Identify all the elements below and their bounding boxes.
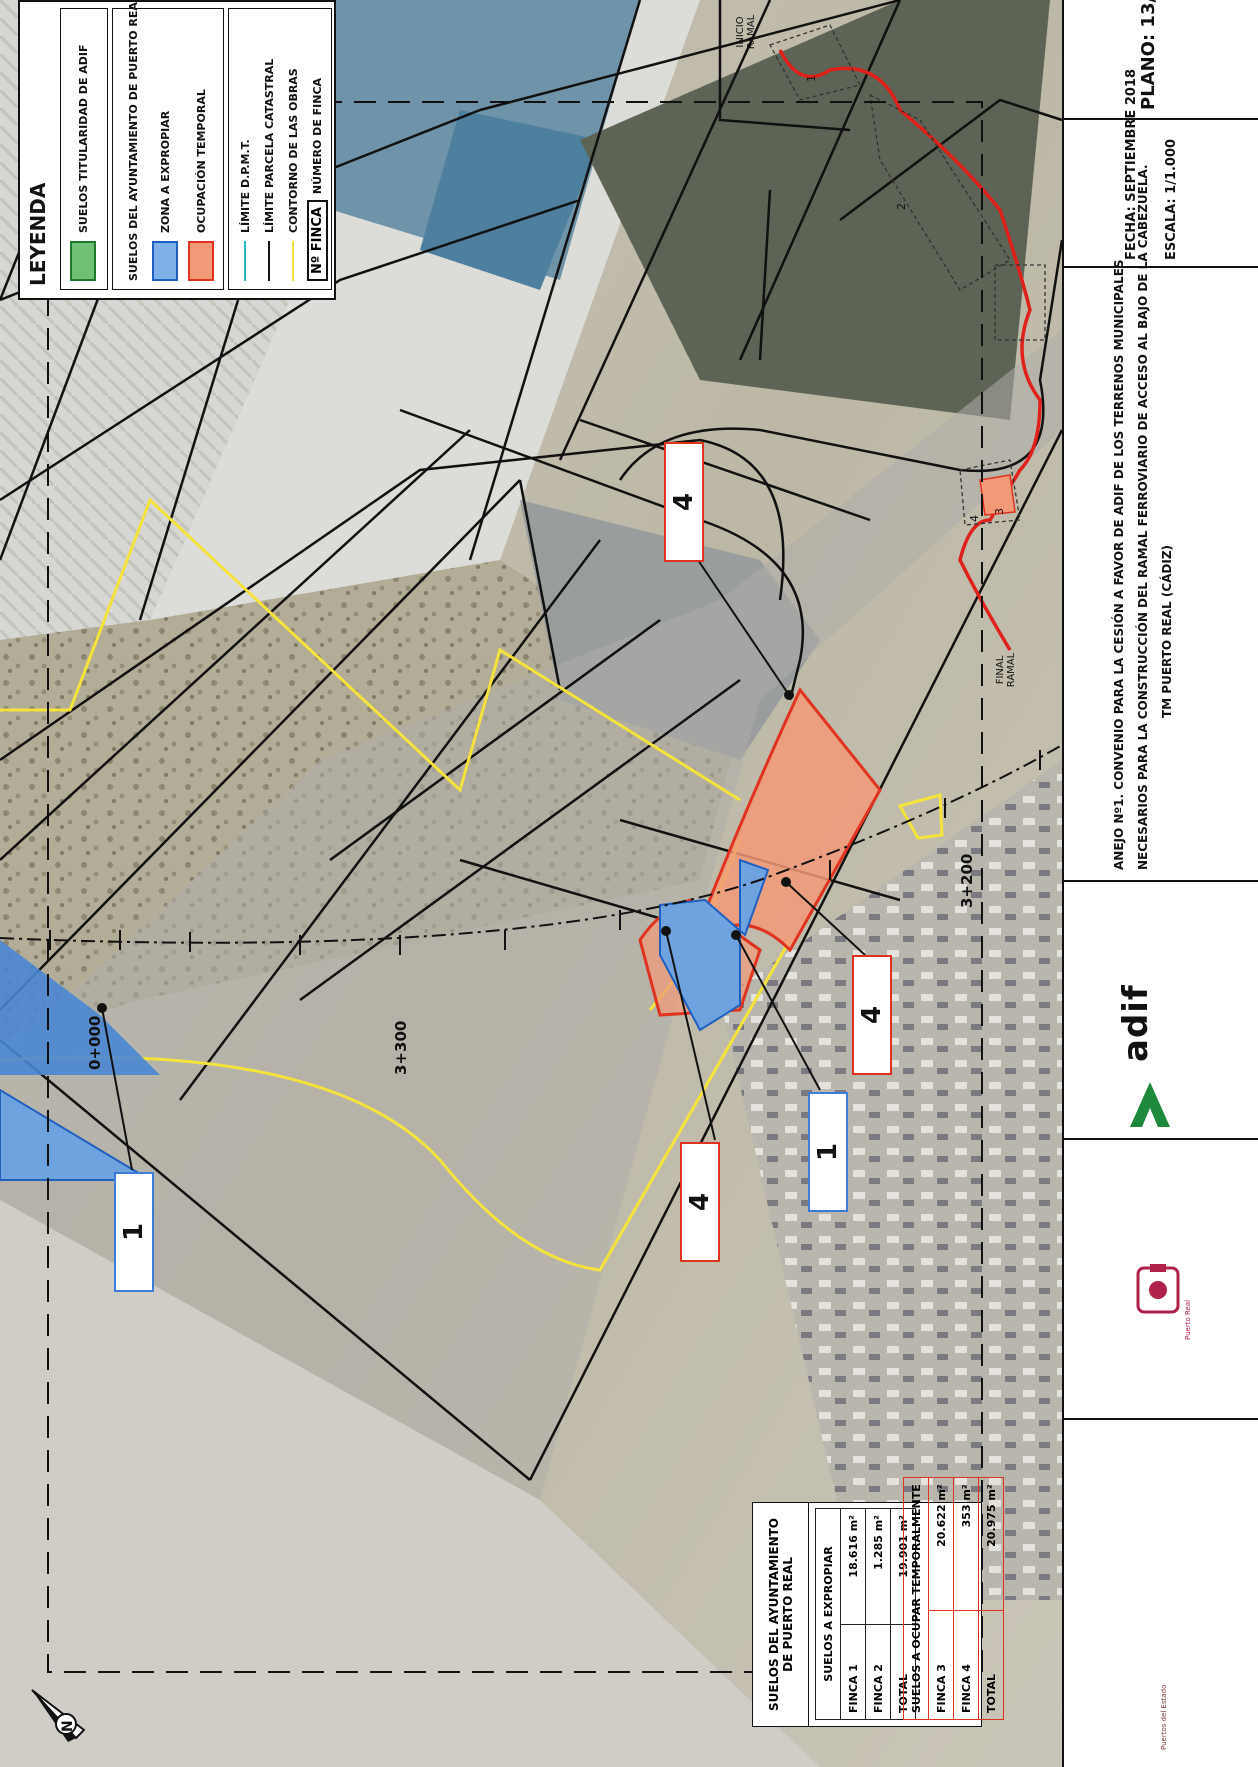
ayto-logo-cell: Puerto Real [1064,1140,1258,1420]
scale-text: ESCALA: 1/1.000 [1164,138,1179,260]
legend-row: SUELOS TITULARIDAD DE ADIF [70,44,96,281]
adif-logo-cell: adif [1064,882,1258,1140]
adif-logo-icon [1130,1082,1170,1127]
legend: LEYENDA SUELOS TITULARIDAD DE ADIF SUELO… [18,0,336,300]
row-value: 1.285 m² [865,1508,891,1625]
legend-row: ZONA A EXPROPIAR [152,110,178,281]
finca-number: 1 [813,1142,843,1162]
finca-dots [97,690,794,1013]
row-value: 20.975 m² [978,1477,1004,1611]
expropiation-zone [0,858,770,1181]
plano-cell: PLANO: 13/14 [1064,0,1258,120]
blue-roof-2 [420,110,600,290]
surfaces-table: SUELOS DEL AYUNTAMIENTO DE PUERTO REAL S… [752,1477,1004,1727]
plano-number: PLANO: 13/14 [1138,0,1159,110]
legend-swatch-expropiar [152,241,178,281]
legend-numbox: Nº FINCA [306,200,328,281]
legend-group-lines: LÍMITE D.P.M.T. LÍMITE PARCELA CATASTRAL… [228,8,332,290]
finca-label[interactable]: 4 [664,442,704,562]
legend-label: NÚMERO DE FINCA [310,77,324,195]
paved-area [0,1200,820,1767]
road-band [0,330,1062,1600]
ramal-finca-number: 3 [993,508,1006,515]
legend-label: OCUPACIÓN TEMPORAL [194,89,208,233]
ramal-route [778,49,1042,651]
temporal-caption: SUELOS A OCUPAR TEMPORALMENTE [903,1477,929,1720]
compass-icon [31,1689,86,1742]
pk-label: 3+300 [392,1020,410,1075]
leader-lines [101,559,866,1171]
sheet-frame [47,101,983,1673]
puertos-logo-cell: Puertos del Estado [1064,1420,1258,1767]
finca-label[interactable]: 1 [114,1172,154,1292]
row-name: TOTAL [978,1610,1004,1720]
description-cell: ANEJO Nº1. CONVENIO PARA LA CESIÓN A FAV… [1064,164,1258,882]
ramal-finca-number: 4 [968,515,981,522]
legend-group-ayto: SUELOS DEL AYUNTAMIENTO DE PUERTO REAL Z… [112,0,224,290]
title-block: PLANO: 13/14 FECHA: SEPTIEMBRE 2018 ESCA… [1062,0,1258,1767]
legend-row: OCUPACIÓN TEMPORAL [188,89,214,281]
ramal-end-label: FINAL RAMAL [995,652,1017,688]
row-value: 20.622 m² [928,1477,954,1611]
legend-row: LÍMITE D.P.M.T. [233,139,257,281]
legend-label: SUELOS TITULARIDAD DE ADIF [76,44,90,233]
finca-number: 4 [685,1192,715,1212]
finca-number: 4 [857,1005,887,1025]
description-line: ANEJO Nº1. CONVENIO PARA LA CESIÓN A FAV… [1112,259,1126,870]
finca-number: 4 [669,492,699,512]
finca-label[interactable]: 4 [680,1142,720,1262]
row-name: FINCA 4 [953,1610,979,1720]
aerial-map[interactable] [0,0,1062,1767]
row-name: FINCA 1 [840,1624,866,1720]
ramal-temporal-patch [979,474,1016,516]
legend-row: LÍMITE PARCELA CATASTRAL [257,59,281,281]
railway-axis [0,744,1062,944]
ramal-start-label: INICIO RAMAL [735,14,757,50]
legend-label: SUELOS DEL AYUNTAMIENTO DE PUERTO REAL [126,0,140,281]
ramal-fincas [769,24,1046,526]
ramal-finca-number: 2 [895,203,908,210]
legend-row: CONTORNO DE LAS OBRAS [281,68,305,281]
adif-wordmark: adif [1116,984,1156,1062]
finca-number: 1 [119,1222,149,1242]
vegetation-zone [580,0,1050,420]
legend-label: CONTORNO DE LAS OBRAS [286,68,300,233]
row-name: FINCA 3 [928,1610,954,1720]
north-label: N [60,1720,76,1732]
row-value: 18.616 m² [840,1508,866,1625]
finca-label[interactable]: 4 [852,955,892,1075]
pk-label: 0+000 [86,1015,104,1070]
ayuntamiento-shield-icon [1136,1264,1180,1314]
surfaces-heading: SUELOS DEL AYUNTAMIENTO DE PUERTO REAL [753,1503,809,1726]
row-name: FINCA 2 [865,1624,891,1720]
row-value: 353 m² [953,1477,979,1611]
axis-ticks [49,750,1041,955]
description-line: TM PUERTO REAL (CÁDIZ) [1160,544,1174,718]
pk-label: 3+200 [958,853,976,908]
parking-lot [720,760,1062,1600]
legend-swatch-temporal [188,241,214,281]
legend-label: ZONA A EXPROPIAR [158,110,172,233]
expropiar-caption: SUELOS A EXPROPIAR [815,1508,841,1720]
ayuntamiento-name: Puerto Real [1184,1299,1192,1340]
legend-title: LEYENDA [26,182,50,286]
legend-label: LÍMITE PARCELA CATASTRAL [262,58,276,233]
legend-swatch-adif [70,241,96,281]
north-arrow: N [22,1680,92,1750]
legend-label: LÍMITE D.P.M.T. [238,139,252,233]
legend-line-obras [292,241,294,281]
date-scale-cell: FECHA: SEPTIEMBRE 2018 ESCALA: 1/1.000 [1064,69,1258,268]
finca-label[interactable]: 1 [808,1092,848,1212]
legend-group-adif: SUELOS TITULARIDAD DE ADIF [60,8,108,290]
description-line: NECESARIOS PARA LA CONSTRUCCIÓN DEL RAMA… [1136,164,1150,870]
legend-row: Nº FINCA NÚMERO DE FINCA [305,78,329,281]
legend-line-parcela [268,241,270,281]
legend-line-dpmt [244,241,246,281]
puertos-name: Puertos del Estado [1160,1684,1168,1750]
legend-row: SUELOS DEL AYUNTAMIENTO DE PUERTO REAL [121,0,145,281]
ramal-finca-number: 1 [805,75,818,82]
